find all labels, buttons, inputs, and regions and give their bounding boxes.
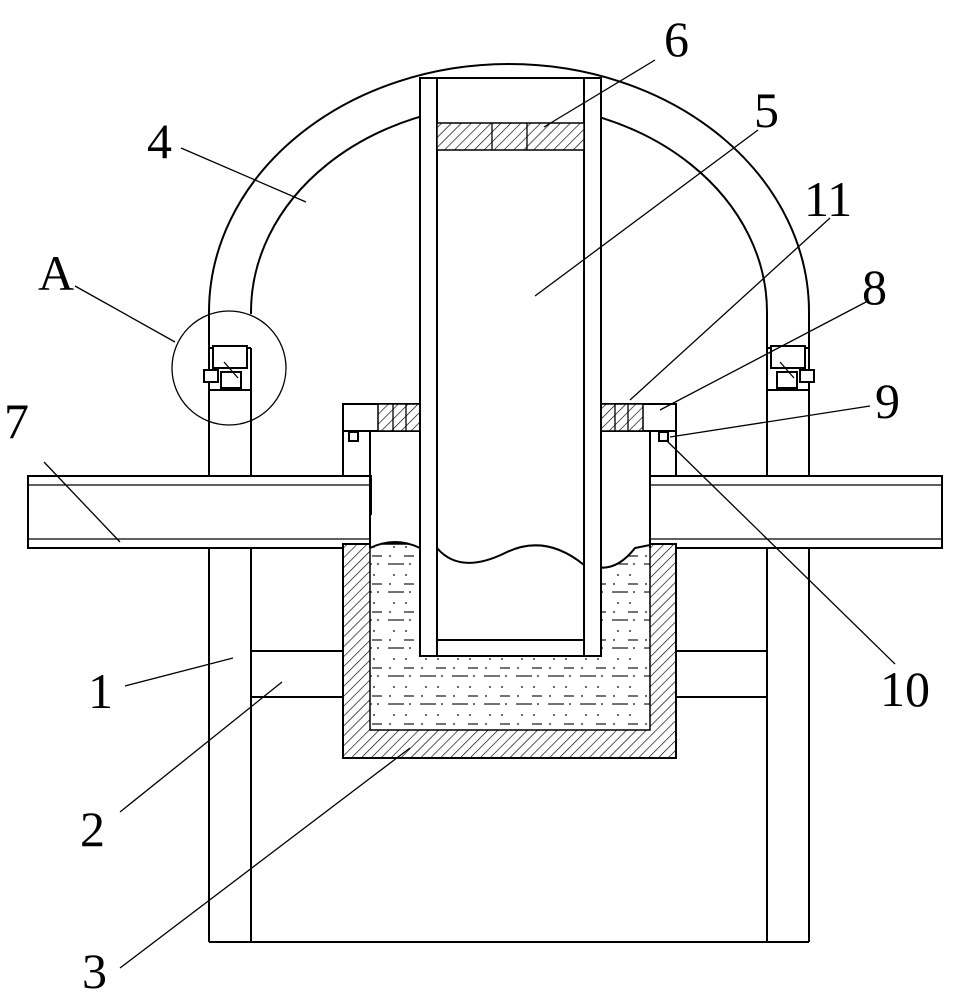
joint-right: [767, 345, 815, 391]
label-5: 5: [754, 82, 779, 138]
label-11: 11: [804, 171, 852, 227]
detail-circle-a: [171, 310, 287, 426]
label-a: A: [38, 245, 74, 301]
label-6: 6: [664, 11, 689, 67]
label-1: 1: [88, 663, 113, 719]
part-labels: 4 6 5 11 8 9 10 A 7 1 2 3: [4, 11, 930, 999]
label-7: 7: [4, 393, 29, 449]
cap-plate: [436, 122, 585, 151]
central-column: [419, 77, 602, 657]
label-8: 8: [862, 259, 887, 315]
label-10: 10: [880, 661, 930, 717]
joint-left: [203, 345, 251, 391]
label-2: 2: [80, 801, 105, 857]
side-frame: [208, 347, 810, 943]
label-4: 4: [147, 113, 172, 169]
label-3: 3: [82, 943, 107, 999]
leader-lines: [43, 59, 896, 969]
horizontal-beam: [27, 475, 943, 549]
label-9: 9: [875, 373, 900, 429]
